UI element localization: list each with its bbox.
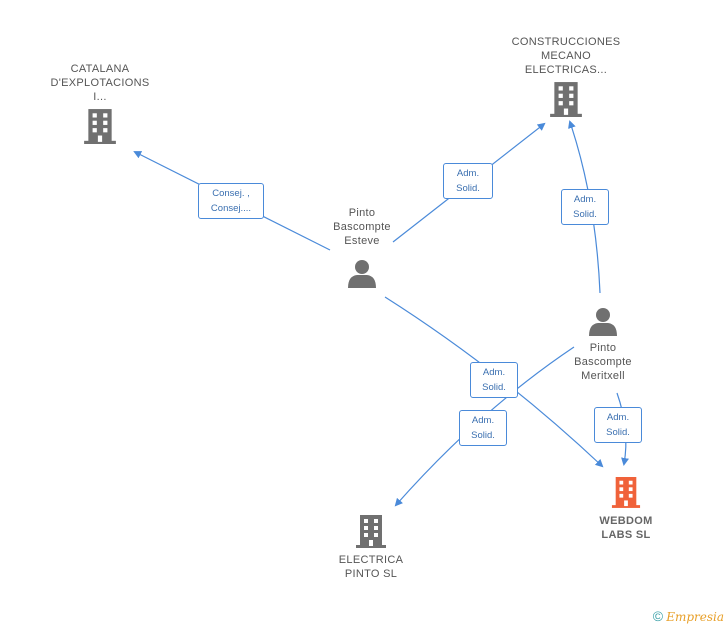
edge-label-meritxell-electrica[interactable]: Adm.Solid.: [459, 410, 507, 446]
building-icon: [550, 82, 582, 117]
building-icon: [84, 109, 116, 144]
copyright-symbol: ©: [652, 608, 664, 624]
building-icon: [356, 515, 386, 548]
brand-logo: Empresia: [666, 610, 724, 624]
edge-label-meritxell-webdom[interactable]: Adm.Solid.: [594, 407, 642, 443]
building-icon: [611, 477, 641, 508]
person-icon: [589, 308, 617, 336]
edge-label-esteve-webdom[interactable]: Adm.Solid.: [470, 362, 518, 398]
credit: © Empresia: [653, 608, 724, 624]
edge-label-meritxell-construcciones[interactable]: Adm.Solid.: [561, 189, 609, 225]
edge-label-esteve-construcciones[interactable]: Adm.Solid.: [443, 163, 493, 199]
edge-label-esteve-catalana[interactable]: Consej. ,Consej....: [198, 183, 264, 219]
person-icon: [348, 260, 376, 288]
